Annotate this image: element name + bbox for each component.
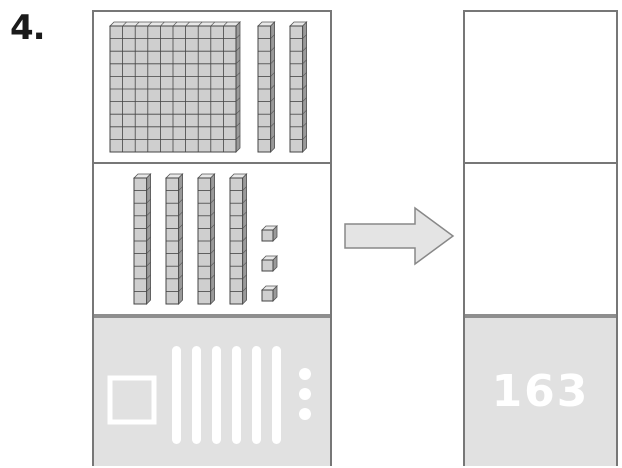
hint-shapes (107, 346, 311, 444)
one-hint-dot-1 (299, 368, 311, 380)
ten-rod-icon (229, 173, 248, 305)
one-hint-dot-2 (299, 388, 311, 400)
unit-cube-icon (261, 225, 278, 242)
hundreds-and-tens-area (109, 21, 308, 153)
one-hint-dot-3 (299, 408, 311, 420)
ten-rod-icon (289, 21, 308, 153)
unit-cube-icon (261, 255, 278, 272)
ten-hint-bar-6 (272, 346, 281, 444)
problem-number: 4. (10, 8, 46, 48)
answer-cell: 163 (465, 314, 616, 466)
blocks-mid-cell (94, 164, 330, 314)
hint-cell (94, 314, 330, 466)
ten-hint-bar-4 (232, 346, 241, 444)
unit-cube-icon (261, 285, 278, 302)
ten-hint-bar-2 (192, 346, 201, 444)
answer-top-cell (465, 12, 616, 164)
answer-number: 163 (491, 366, 590, 417)
answer-mid-cell (465, 164, 616, 314)
ten-hint-bar-1 (172, 346, 181, 444)
ten-hint-bar-3 (212, 346, 221, 444)
ten-hint-bar-5 (252, 346, 261, 444)
tens-and-ones-area (133, 173, 278, 305)
blocks-top-cell (94, 12, 330, 164)
answer-panel: 163 (463, 10, 618, 466)
hundred-hint-square (107, 375, 157, 425)
ten-rod-icon (165, 173, 184, 305)
blocks-panel (92, 10, 332, 466)
right-arrow-shape (344, 206, 455, 266)
ten-rod-icon (133, 173, 152, 305)
ten-rod-icon (197, 173, 216, 305)
hundred-flat-icon (109, 21, 241, 153)
ten-rod-icon (257, 21, 276, 153)
right-arrow-icon (344, 206, 455, 266)
